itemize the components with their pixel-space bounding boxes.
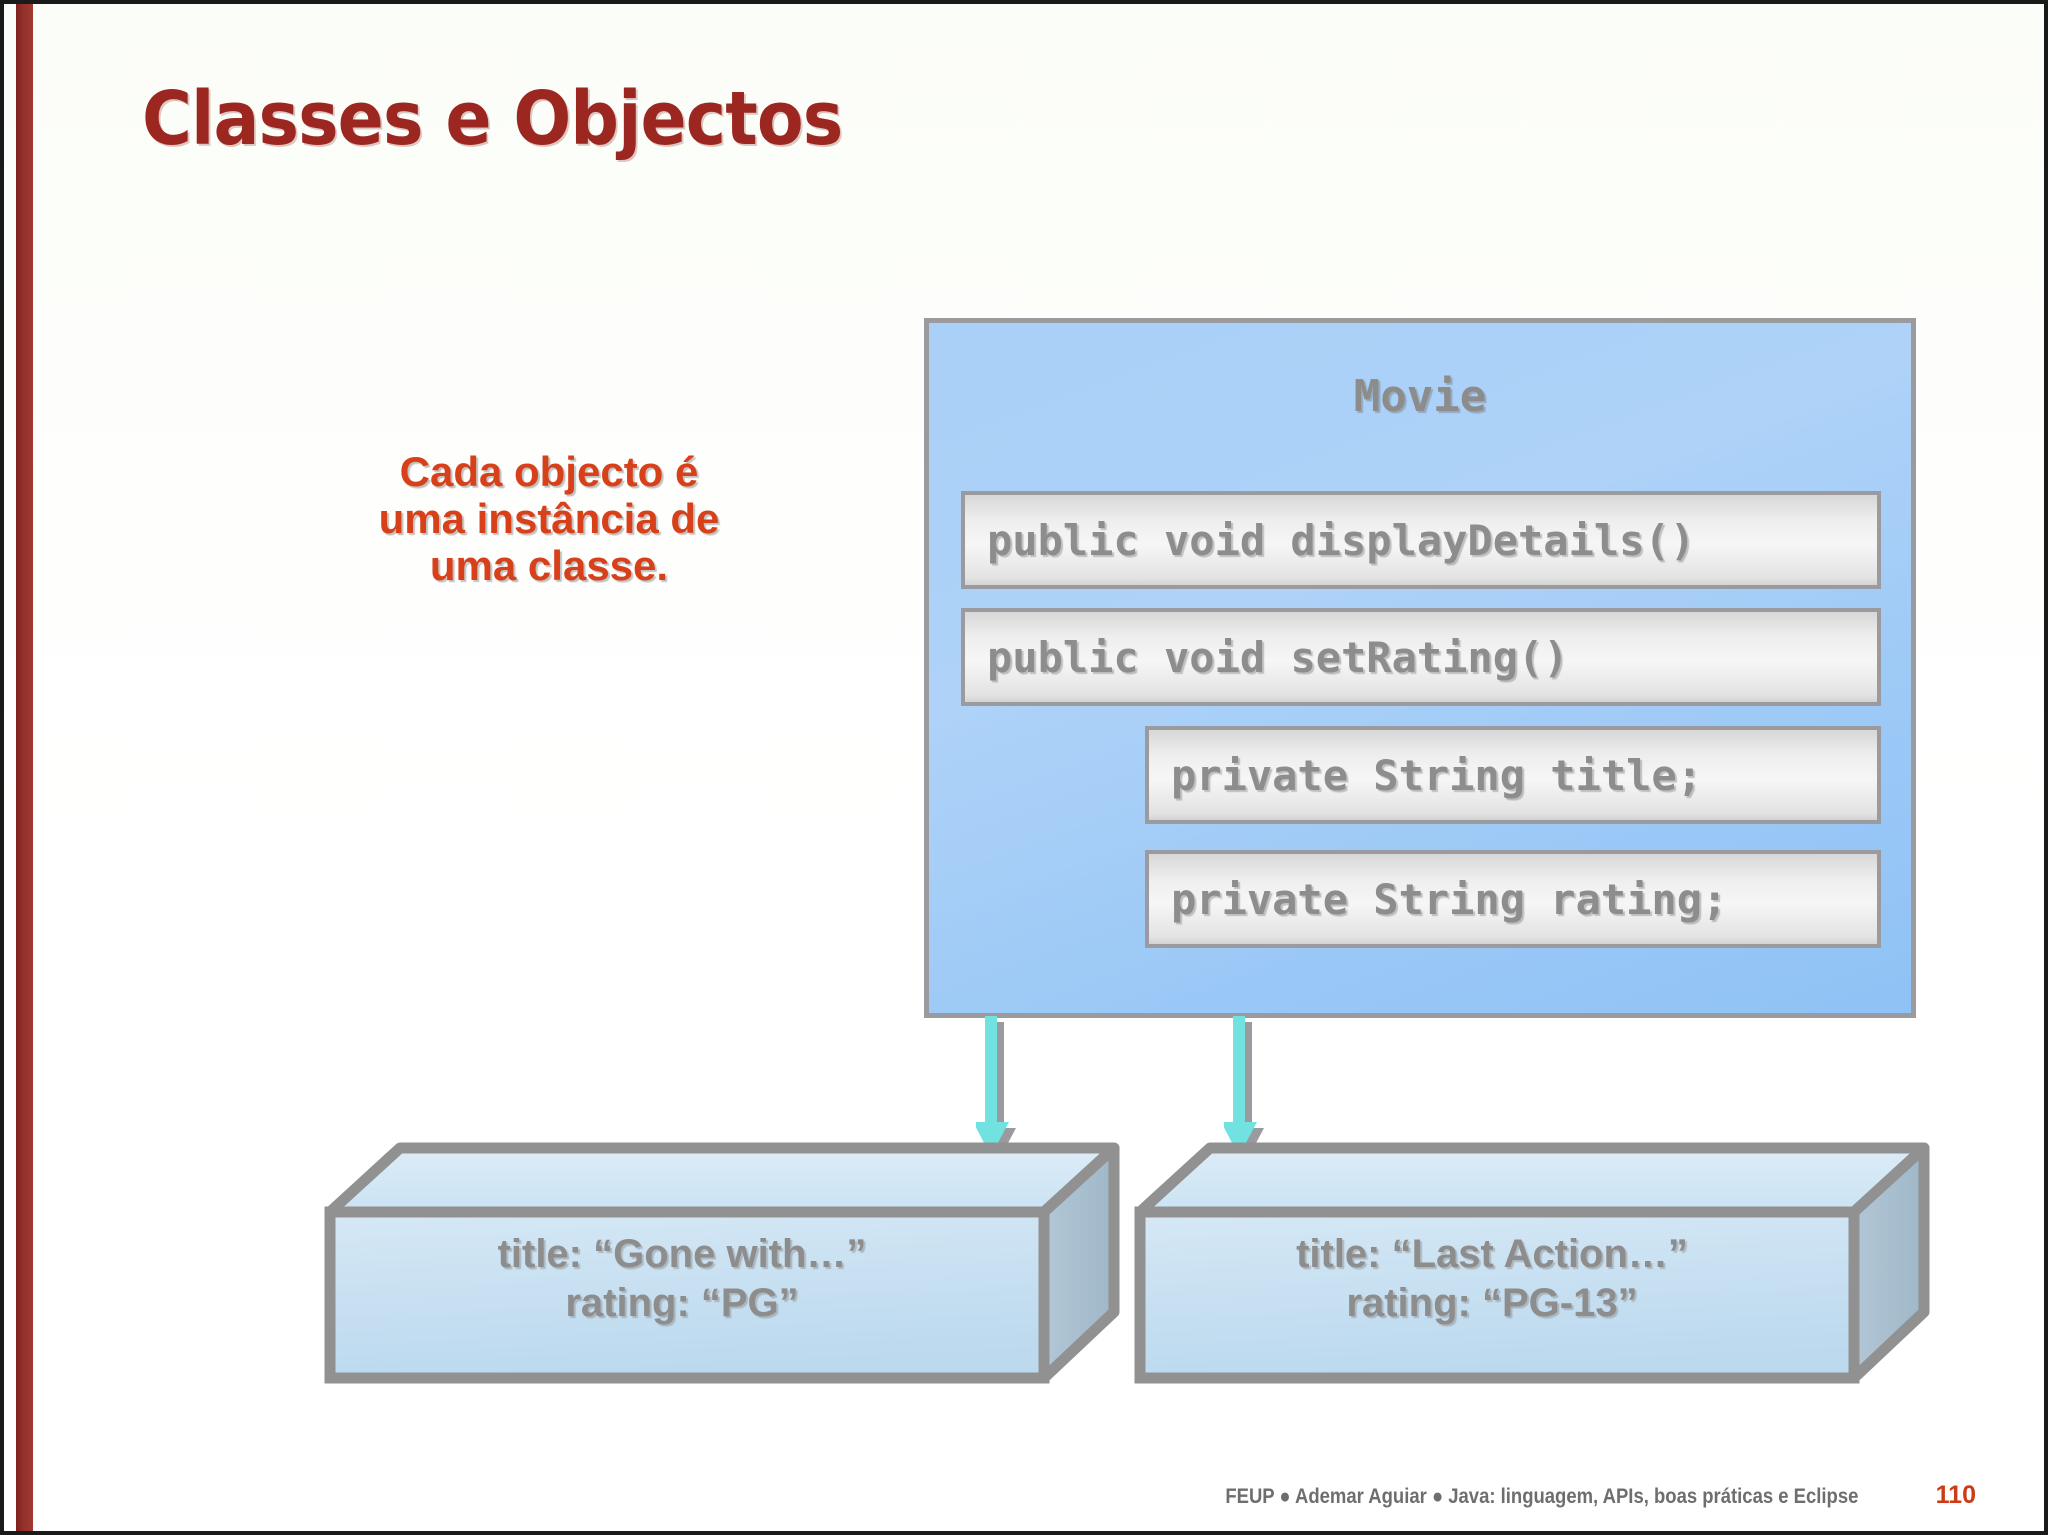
class-member-label: public void setRating(): [987, 632, 1569, 682]
footer-credits: FEUP ● Ademar Aguiar ● Java: linguagem, …: [1224, 1485, 1858, 1508]
instantiation-arrow-icon: [976, 1016, 1022, 1168]
class-member-field-rating: private String rating;: [1145, 850, 1881, 948]
class-member-field-title: private String title;: [1145, 726, 1881, 824]
callout-line-2: uma instância de: [378, 495, 720, 543]
instantiation-arrow-icon: [1224, 1016, 1270, 1168]
callout-text: Cada objecto é uma instância de uma clas…: [334, 448, 764, 589]
class-box-movie: Movie public void displayDetails() publi…: [924, 318, 1916, 1018]
left-accent-bar: [16, 4, 33, 1531]
class-member-label: public void displayDetails(): [987, 515, 1696, 565]
class-name-label: Movie: [1353, 371, 1487, 422]
footer-page-number: 110: [1935, 1481, 1976, 1509]
class-member-label: private String title;: [1171, 750, 1703, 800]
callout-line-1: Cada objecto é: [399, 448, 699, 495]
page-title: Classes e Objectos: [142, 76, 843, 162]
object-instance-box: title: “Gone with…” rating: “PG”: [322, 1140, 1122, 1386]
class-member-label: private String rating;: [1171, 874, 1728, 924]
class-member-method-setrating: public void setRating(): [961, 608, 1881, 706]
callout-line-3: uma classe.: [429, 542, 669, 590]
slide-footer: FEUP ● Ademar Aguiar ● Java: linguagem, …: [4, 1473, 2044, 1509]
class-member-method-displaydetails: public void displayDetails(): [961, 491, 1881, 589]
object-instance-box: title: “Last Action…” rating: “PG-13”: [1132, 1140, 1932, 1386]
